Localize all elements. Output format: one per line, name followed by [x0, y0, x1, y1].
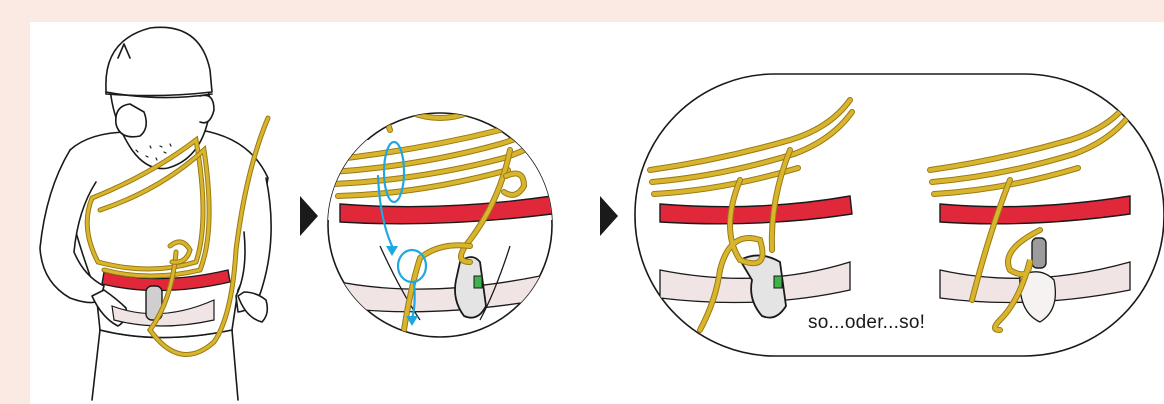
arrow-right-icon	[600, 196, 618, 236]
climber-figure	[40, 27, 271, 400]
arrow-right-icon	[300, 196, 318, 236]
caption-text: so...oder...so!	[808, 312, 925, 334]
knot-detail-circle	[320, 100, 564, 337]
